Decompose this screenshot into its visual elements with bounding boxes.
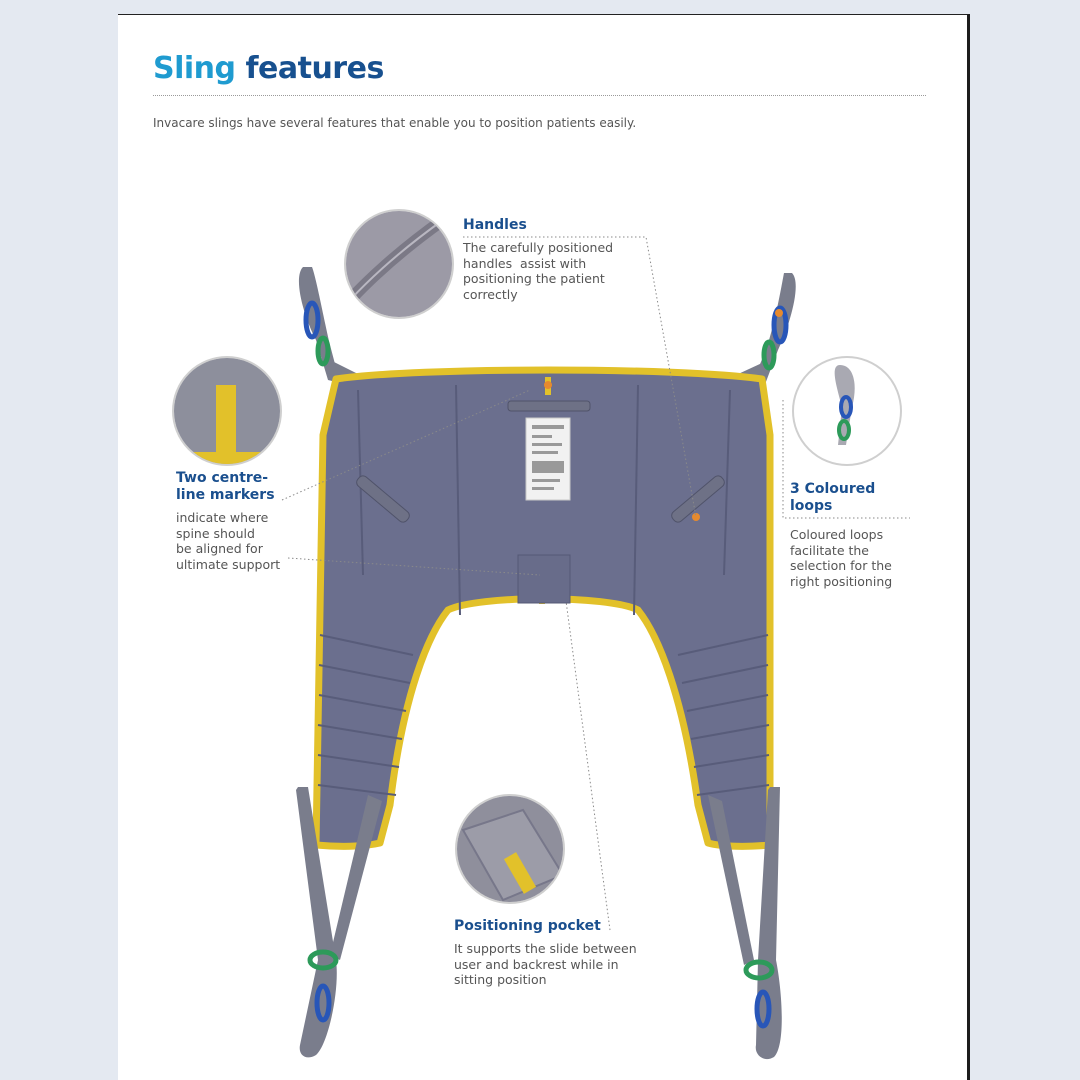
leader-pocket xyxy=(565,600,611,931)
callout-handles-line: positioning the patient xyxy=(463,271,605,286)
brochure-page: Sling features Invacare slings have seve… xyxy=(118,14,970,1080)
intro-text: Invacare slings have several features th… xyxy=(153,116,637,130)
callout-markers-title-line: Two centre- xyxy=(176,470,269,486)
lower-left-blue-loop xyxy=(314,983,332,1023)
leader-handles xyxy=(463,236,697,518)
callout-markers-line: indicate where xyxy=(176,510,269,525)
callout-pocket-line: It supports the slide between xyxy=(454,941,637,956)
callout-markers-text: indicate where spine should be aligned f… xyxy=(176,510,301,572)
callout-markers-title: Two centre- line markers xyxy=(176,470,301,504)
callout-pocket-title: Positioning pocket xyxy=(454,918,601,934)
leader-lines xyxy=(281,236,910,931)
callout-markers-line: spine should xyxy=(176,525,255,541)
positioning-pocket xyxy=(517,554,571,604)
right-side-handle xyxy=(671,475,725,523)
callout-loops-line: right positioning xyxy=(790,573,893,589)
callout-centre-line-markers: Two centre- line markers indicate where … xyxy=(176,470,301,572)
callout-pocket-line: user and backrest while in xyxy=(454,956,619,972)
lower-left-green-loop xyxy=(307,949,339,971)
callout-loops-line: Coloured loops xyxy=(790,527,884,542)
upper-left-green-loop xyxy=(315,335,331,367)
pocket-closeup xyxy=(455,794,565,904)
callout-handles-line: The carefully positioned xyxy=(463,240,614,255)
upper-right-blue-loop xyxy=(771,305,789,345)
callout-positioning-pocket: Positioning pocket It supports the slide… xyxy=(454,918,654,988)
callout-loops-text: Coloured loops facilitate the selection … xyxy=(790,527,920,589)
page-title-word-1: Sling xyxy=(153,51,236,86)
loops-closeup xyxy=(792,356,902,466)
lower-left-strap xyxy=(296,787,382,1058)
markers-closeup xyxy=(172,356,282,466)
callout-loops-line: facilitate the xyxy=(790,542,869,558)
callout-pocket-line: sitting position xyxy=(454,972,547,987)
callout-markers-line: be aligned for xyxy=(176,541,263,556)
page-title-word-2: features xyxy=(245,51,384,86)
lower-right-strap xyxy=(708,787,782,1060)
callout-handles: Handles The carefully positioned handles… xyxy=(463,217,643,302)
title-divider xyxy=(153,95,926,96)
callout-loops-title: 3 Coloured loops xyxy=(790,481,920,515)
handles-closeup xyxy=(344,209,454,319)
lower-right-blue-loop xyxy=(754,989,772,1029)
leader-markers-top xyxy=(281,389,531,501)
callout-markers-title-line: line markers xyxy=(176,487,275,503)
callout-markers-line: ultimate support xyxy=(176,556,281,572)
head-handle xyxy=(507,400,591,412)
callout-loops-title-line: 3 Coloured xyxy=(790,481,876,497)
left-side-handle xyxy=(356,475,410,523)
sling-illustration xyxy=(172,209,910,1060)
callout-loops-line: selection for the xyxy=(790,558,892,573)
callout-coloured-loops: 3 Coloured loops Coloured loops facilita… xyxy=(790,481,920,589)
callout-handles-title: Handles xyxy=(463,217,527,233)
leg-quilting xyxy=(317,384,770,796)
sling-label-print xyxy=(532,425,564,490)
callout-handles-line: correctly xyxy=(463,286,518,302)
callout-loops-title-line: loops xyxy=(790,498,833,514)
upper-right-orange-dot xyxy=(775,309,783,317)
callout-handles-line: handles assist with xyxy=(463,255,587,271)
lower-right-green-loop xyxy=(743,959,775,981)
upper-right-green-loop xyxy=(761,339,777,371)
callout-handles-text: The carefully positioned handles assist … xyxy=(463,240,643,302)
page-title: Sling features xyxy=(153,51,384,86)
upper-left-blue-loop xyxy=(303,300,321,340)
callout-pocket-text: It supports the slide between user and b… xyxy=(454,941,654,988)
sling-label xyxy=(525,417,571,501)
